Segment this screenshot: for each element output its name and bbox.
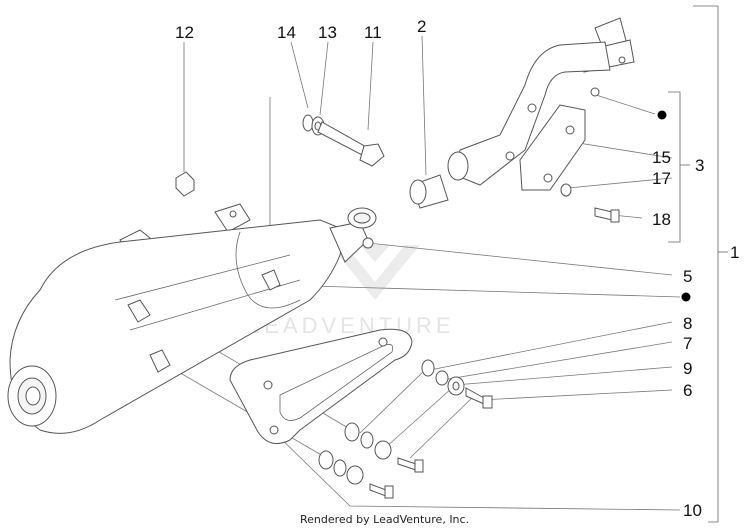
bullet-group-3	[657, 110, 667, 120]
muffler	[7, 203, 377, 434]
footer-credit: Rendered by LeadVenture, Inc.	[300, 513, 469, 526]
callout-9: 9	[683, 359, 692, 378]
callout-17: 17	[652, 169, 671, 188]
watermark-text: LEADVENTURE	[248, 313, 455, 338]
callout-18: 18	[652, 210, 671, 229]
callout-7: 7	[683, 334, 692, 353]
callout-12: 12	[175, 23, 194, 42]
callout-15: 15	[652, 148, 671, 167]
sleeve	[409, 174, 449, 209]
callout-13: 13	[318, 23, 337, 42]
callout-11: 11	[364, 23, 382, 42]
bracket-group-3	[668, 91, 681, 243]
bullet-group-1	[681, 292, 691, 302]
callout-8: 8	[683, 314, 692, 333]
bracket-group-1	[693, 5, 719, 523]
watermark: LEADVENTURE	[248, 245, 455, 338]
callout-labels: 12 14 13 11 2 15 3 17 18 1 5 8 7 9 6 10	[175, 17, 739, 520]
bolt-assembly-top	[175, 114, 385, 197]
mounting-hardware	[318, 359, 493, 499]
watermark-logo	[330, 245, 420, 300]
callout-5: 5	[683, 267, 692, 286]
callout-10: 10	[683, 501, 702, 520]
callout-2: 2	[417, 17, 426, 36]
exhaust-pipe	[447, 17, 635, 223]
callout-3: 3	[695, 156, 704, 175]
callout-6: 6	[683, 381, 692, 400]
heat-shield	[229, 328, 413, 445]
callout-1: 1	[730, 243, 739, 262]
callout-14: 14	[277, 23, 296, 42]
